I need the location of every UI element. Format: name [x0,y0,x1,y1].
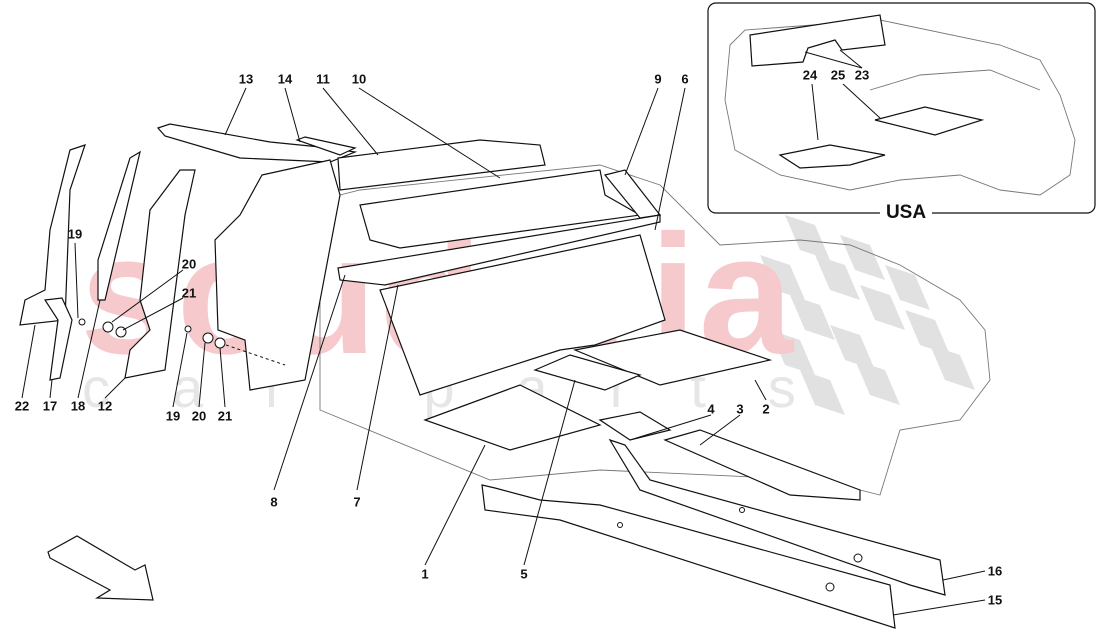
callout-16[interactable]: 16 [987,563,1003,579]
callout-20[interactable]: 20 [181,256,197,272]
callout-6[interactable]: 6 [681,71,689,87]
callout-9[interactable]: 9 [654,71,662,87]
callout-4[interactable]: 4 [707,401,715,417]
callout-21[interactable]: 21 [181,285,197,301]
checkered-flag-watermark [760,215,975,415]
callout-1[interactable]: 1 [421,566,429,582]
callout-24[interactable]: 24 [802,67,818,83]
callout-25[interactable]: 25 [830,67,846,83]
callout-14[interactable]: 14 [277,71,293,87]
callout-8[interactable]: 8 [270,494,278,510]
callout-20-lower[interactable]: 20 [191,408,207,424]
callout-19[interactable]: 19 [67,226,83,242]
callout-18[interactable]: 18 [70,398,86,414]
leader-lines [21,87,986,616]
callout-3[interactable]: 3 [736,401,744,417]
callout-10[interactable]: 10 [351,71,367,87]
callout-13[interactable]: 13 [238,71,254,87]
callout-5[interactable]: 5 [520,566,528,582]
callout-7[interactable]: 7 [353,494,361,510]
callout-21-lower[interactable]: 21 [217,408,233,424]
callout-12[interactable]: 12 [97,398,113,414]
callout-19-lower[interactable]: 19 [165,408,181,424]
callout-15[interactable]: 15 [987,592,1003,608]
usa-inset-title: USA [879,202,933,224]
callout-11[interactable]: 11 [316,71,330,87]
callout-22[interactable]: 22 [14,398,30,414]
callout-17[interactable]: 17 [42,398,58,414]
callout-23[interactable]: 23 [854,67,870,83]
callout-2[interactable]: 2 [762,401,770,417]
direction-arrow-icon [47,535,154,601]
